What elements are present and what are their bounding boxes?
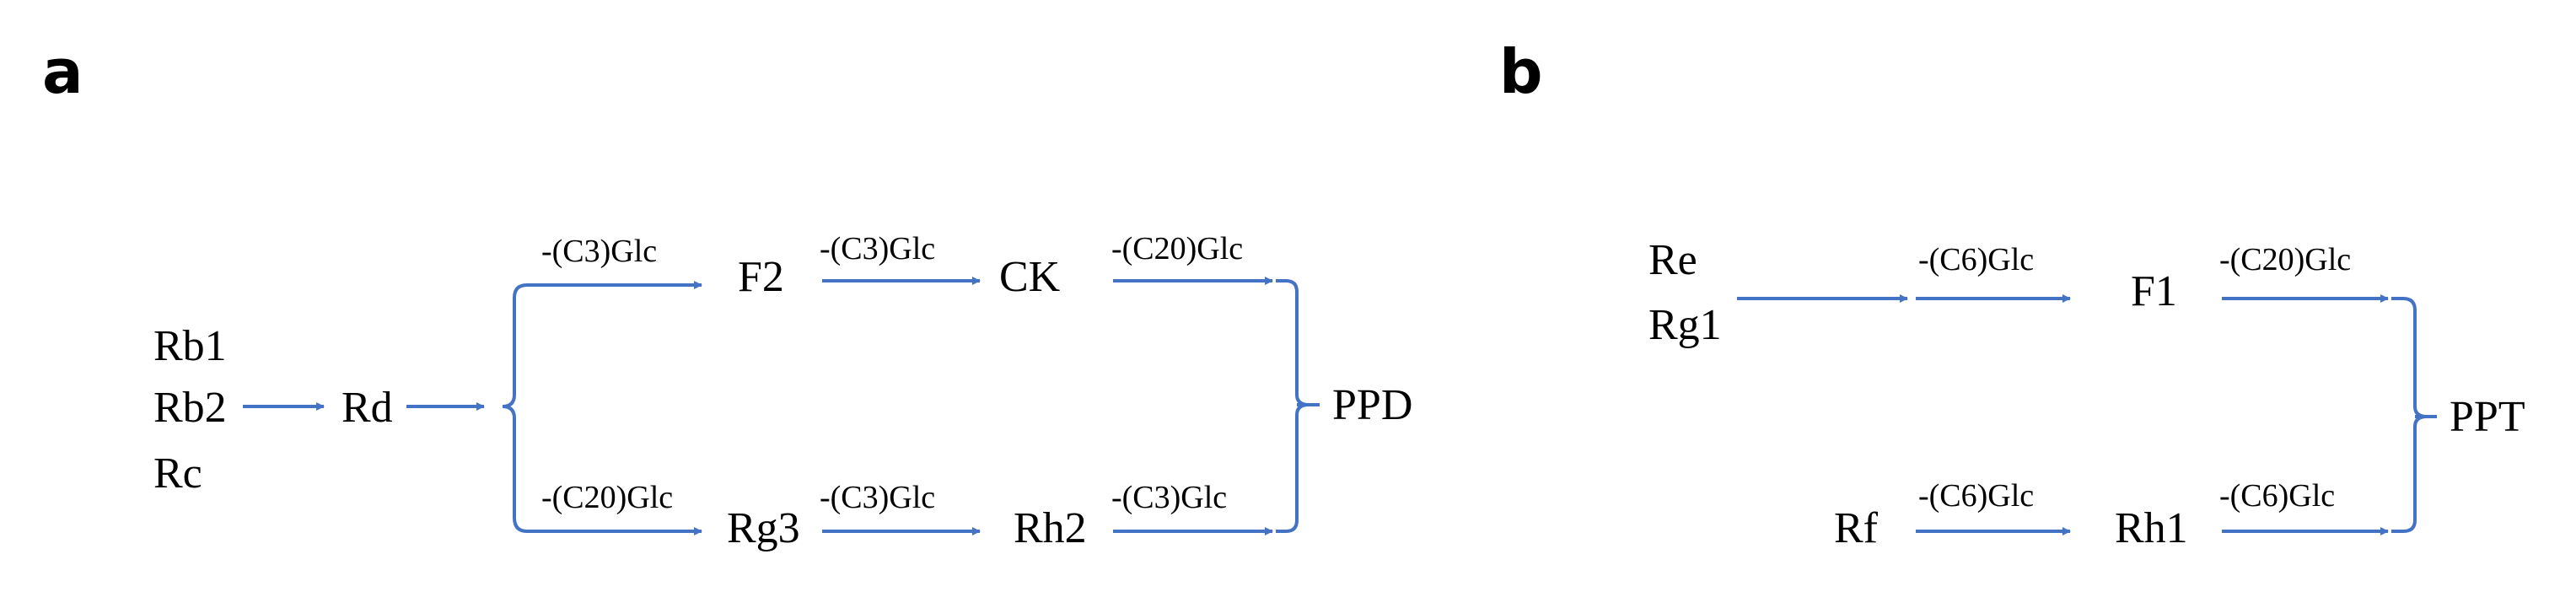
node-rg3: Rg3: [727, 504, 800, 552]
edge-label-rd-rg3: -(C20)Glc: [541, 480, 673, 515]
edge-label-rg3-rh2: -(C3)Glc: [820, 480, 935, 515]
edge-label-f2-ck: -(C3)Glc: [820, 231, 935, 266]
panel-a-label: a: [42, 36, 83, 107]
edge-label-rf-rh1: -(C6)Glc: [1918, 478, 2034, 514]
edge-label-ck-ppd: -(C20)Glc: [1111, 231, 1243, 266]
panel-b-label: b: [1499, 36, 1543, 107]
node-rh2: Rh2: [1014, 504, 1087, 552]
node-f2: F2: [738, 253, 784, 301]
node-rb1: Rb1: [153, 322, 227, 370]
node-rf: Rf: [1834, 504, 1879, 552]
node-ppd: PPD: [1332, 381, 1412, 429]
node-ppt: PPT: [2450, 393, 2525, 441]
node-f1: F1: [2131, 267, 2177, 315]
node-ck: CK: [999, 253, 1061, 301]
edge-label-rh2-ppd: -(C3)Glc: [1111, 480, 1227, 515]
node-rg1: Rg1: [1648, 301, 1722, 349]
panel-a: a Rb1 Rb2 Rc Rd -(C3)Glc -(C20)Glc F2 -(…: [42, 36, 1412, 552]
node-rh1: Rh1: [2115, 504, 2188, 552]
node-rc: Rc: [153, 449, 202, 498]
bracket-rd-branch: [502, 283, 690, 533]
edge-label-f1-ppt: -(C20)Glc: [2219, 242, 2351, 277]
node-rb2: Rb2: [153, 384, 227, 432]
edge-label-re-f1: -(C6)Glc: [1918, 242, 2034, 277]
node-rd: Rd: [341, 384, 393, 432]
edge-label-rd-f2: -(C3)Glc: [541, 234, 657, 269]
node-re: Re: [1648, 236, 1697, 284]
edge-label-rh1-ppt: -(C6)Glc: [2219, 478, 2335, 514]
panel-b: b Re Rg1 -(C6)Glc F1 -(C20)Glc Rf -(C6)G…: [1499, 36, 2525, 552]
